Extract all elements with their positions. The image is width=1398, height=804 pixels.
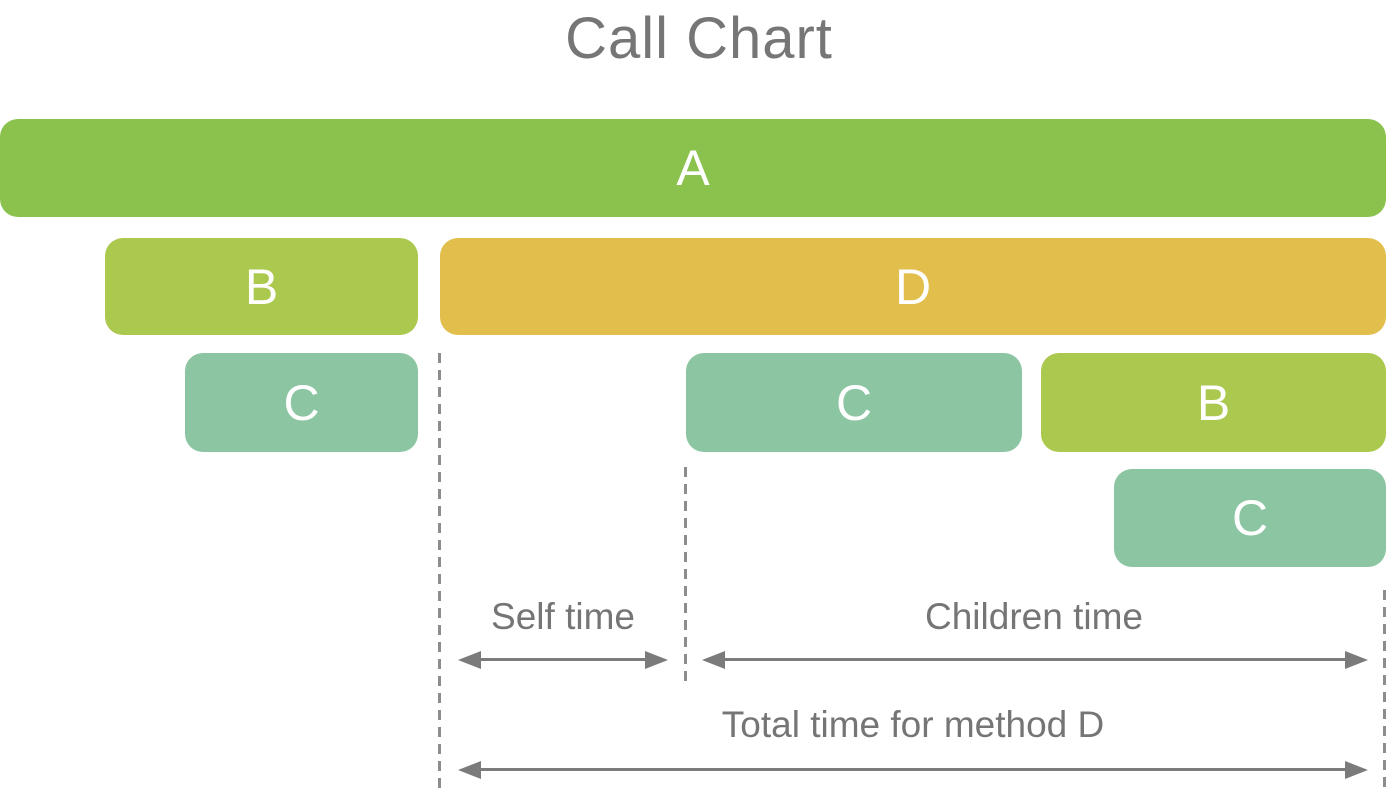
bar-label: C: [283, 374, 320, 431]
arrow-shaft: [476, 768, 1350, 771]
bar-method-b-left: B: [105, 238, 418, 335]
guide-line-d-start: [438, 353, 441, 792]
bar-label: C: [835, 374, 873, 431]
total-time-label: Total time for method D: [721, 704, 1105, 745]
bar-method-c-bottom: C: [1114, 469, 1386, 567]
bar-label: B: [1196, 374, 1231, 431]
bar-label: C: [1231, 490, 1269, 546]
arrowhead-icon: [458, 761, 481, 779]
guide-line-children-start: [684, 467, 687, 685]
bar-label: B: [244, 258, 279, 315]
arrowhead-icon: [1345, 761, 1368, 779]
self-time-label: Self time: [491, 596, 635, 637]
guide-line-d-end: [1383, 590, 1386, 792]
bar-method-c-left: C: [185, 353, 418, 452]
arrowhead-icon: [645, 651, 668, 669]
arrow-shaft: [720, 658, 1350, 661]
children-time-arrow: [702, 651, 1368, 669]
bar-method-d: D: [440, 238, 1386, 335]
arrowhead-icon: [1345, 651, 1368, 669]
bar-method-a: A: [0, 119, 1386, 217]
figure-title: Call Chart: [565, 6, 833, 71]
bar-method-b-right: B: [1041, 353, 1386, 452]
bar-label: A: [676, 140, 710, 196]
arrow-shaft: [476, 658, 650, 661]
total-time-arrow: [458, 761, 1368, 779]
arrowhead-icon: [702, 651, 725, 669]
bar-method-c-middle: C: [686, 353, 1022, 452]
bar-label: D: [894, 258, 932, 315]
arrowhead-icon: [458, 651, 481, 669]
self-time-arrow: [458, 651, 668, 669]
children-time-label: Children time: [925, 596, 1143, 637]
